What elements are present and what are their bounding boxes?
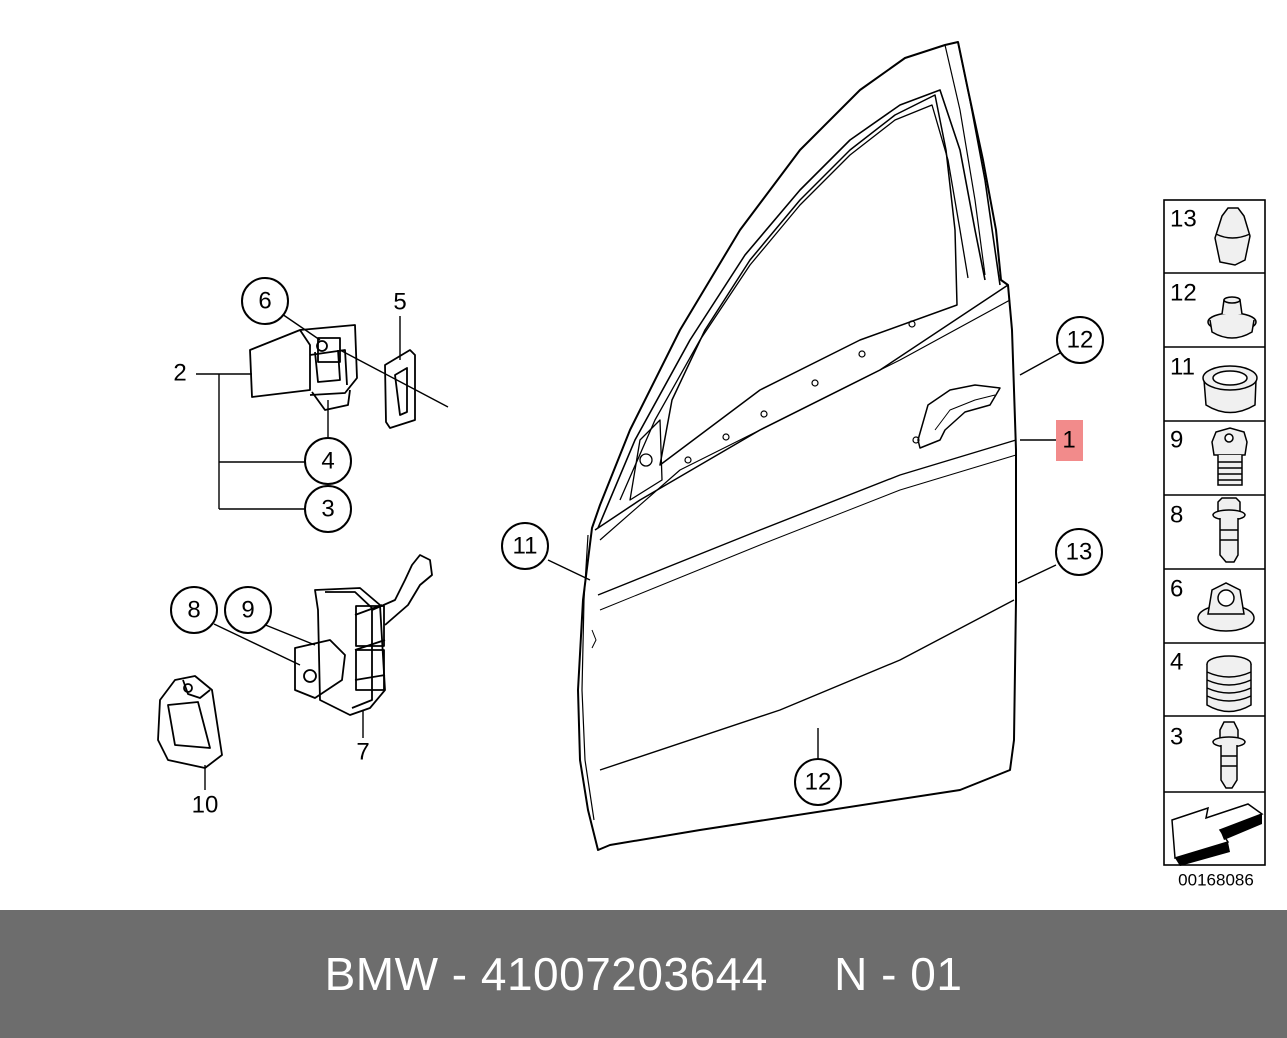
callout-1-highlighted: 1 [1056, 420, 1083, 461]
svg-text:11: 11 [1170, 354, 1195, 381]
front-door-shell [577, 41, 1017, 851]
svg-text:10: 10 [192, 792, 219, 819]
svg-text:13: 13 [1066, 539, 1093, 566]
svg-text:6: 6 [258, 288, 271, 315]
parts-panel: 13 12 11 9 [1163, 199, 1266, 866]
diagram-code: 00168086 [1178, 871, 1254, 890]
svg-text:3: 3 [321, 496, 334, 523]
svg-text:4: 4 [321, 448, 334, 475]
callout-4: 4 [304, 437, 352, 485]
svg-text:3: 3 [1170, 724, 1183, 751]
panel-row-8: 8 [1170, 497, 1246, 563]
footer-part-number: BMW - 41007203644 N - 01 [324, 948, 963, 1000]
panel-row-4: 4 [1170, 649, 1252, 713]
callout-11: 11 [501, 522, 549, 570]
callout-5: 5 [393, 289, 406, 316]
callout-9: 9 [224, 586, 272, 634]
parts-diagram: 6 5 2 4 3 8 9 7 10 11 12 1 13 [157, 41, 1266, 890]
hinge-shim [384, 349, 416, 429]
svg-text:9: 9 [1170, 427, 1183, 454]
svg-text:6: 6 [1170, 576, 1183, 603]
svg-text:12: 12 [805, 769, 832, 796]
panel-row-9: 9 [1170, 427, 1248, 486]
cable-cover [157, 675, 223, 769]
panel-row-6: 6 [1170, 576, 1255, 632]
callout-3: 3 [304, 485, 352, 533]
callout-13: 13 [1055, 528, 1103, 576]
grommet-icon [1202, 365, 1258, 414]
callout-10: 10 [192, 792, 219, 819]
orientation-arrow-icon [1171, 803, 1264, 866]
footer-bar: BMW - 41007203644 N - 01 [0, 910, 1287, 1038]
callout-8: 8 [170, 586, 218, 634]
callout-6: 6 [241, 277, 289, 325]
callout-7: 7 [356, 739, 369, 766]
threaded-bolt-icon [1206, 655, 1252, 713]
callout-12-upper: 12 [1056, 316, 1104, 364]
svg-text:8: 8 [187, 597, 200, 624]
svg-text:7: 7 [356, 739, 369, 766]
svg-text:00168086: 00168086 [1178, 871, 1254, 890]
plug-cap-icon [1214, 207, 1251, 266]
panel-row-11: 11 [1170, 354, 1258, 414]
panel-row-12: 12 [1170, 280, 1257, 339]
panel-row-3: 3 [1170, 721, 1246, 789]
door-hinge [249, 324, 358, 411]
svg-text:4: 4 [1170, 649, 1183, 676]
callout-12-lower: 12 [794, 758, 842, 806]
rubber-plug-icon [1207, 296, 1257, 339]
hex-bolt-icon [1211, 427, 1248, 486]
torx-screw-icon [1212, 721, 1246, 789]
panel-row-13: 13 [1170, 206, 1251, 266]
svg-text:12: 12 [1170, 280, 1197, 307]
svg-text:2: 2 [173, 360, 186, 387]
svg-text:11: 11 [513, 533, 538, 560]
callout-2: 2 [173, 360, 186, 387]
svg-text:13: 13 [1170, 206, 1197, 233]
svg-text:12: 12 [1067, 327, 1094, 354]
svg-text:5: 5 [393, 289, 406, 316]
torx-screw-icon [1212, 497, 1246, 563]
flange-nut-icon [1197, 582, 1255, 632]
svg-text:8: 8 [1170, 502, 1183, 529]
door-check-strap [294, 554, 433, 716]
svg-text:9: 9 [241, 597, 254, 624]
leader-lines [196, 313, 1061, 790]
svg-text:1: 1 [1062, 427, 1075, 454]
